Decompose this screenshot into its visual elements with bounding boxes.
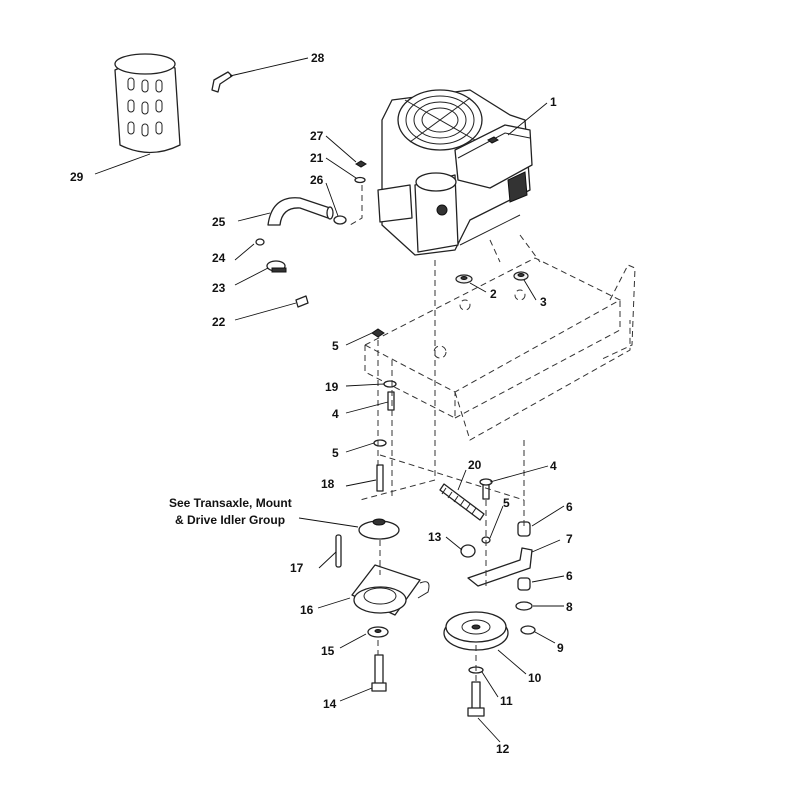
callout-28: 28 [311, 51, 325, 65]
fuel-line-parts [255, 160, 367, 308]
callout-18: 18 [321, 477, 335, 491]
callout-7: 7 [566, 532, 573, 546]
clutch-group [335, 518, 430, 692]
idler-parts [379, 440, 536, 635]
callout-17: 17 [290, 561, 304, 575]
chassis-deck [363, 234, 636, 441]
callout-15: 15 [321, 644, 335, 658]
callout-23: 23 [212, 281, 226, 295]
reference-note-line1: See Transaxle, Mount [169, 496, 292, 510]
callout-4-upper: 4 [332, 407, 339, 421]
callout-14: 14 [323, 697, 337, 711]
idler-pulley [443, 611, 509, 717]
callout-labels: 1 2 3 4 4 5 5 5 6 6 7 8 9 10 11 12 13 14… [70, 51, 573, 756]
leader-lines [94, 57, 565, 743]
callout-4-lower: 4 [550, 459, 557, 473]
callout-29: 29 [70, 170, 84, 184]
callout-25: 25 [212, 215, 226, 229]
callout-19: 19 [325, 380, 339, 394]
callout-5-upper: 5 [332, 339, 339, 353]
callout-20: 20 [468, 458, 482, 472]
callout-9: 9 [557, 641, 564, 655]
callout-6-upper: 6 [566, 500, 573, 514]
callout-3: 3 [540, 295, 547, 309]
callout-12: 12 [496, 742, 510, 756]
callout-5-middle: 5 [332, 446, 339, 460]
engine [377, 89, 533, 256]
callout-1: 1 [550, 95, 557, 109]
engine-mount-washers [455, 271, 529, 284]
callout-2: 2 [490, 287, 497, 301]
callout-27: 27 [310, 129, 324, 143]
callout-8: 8 [566, 600, 573, 614]
reference-note: See Transaxle, Mount & Drive Idler Group [169, 496, 292, 527]
reference-note-line2: & Drive Idler Group [175, 513, 285, 527]
callout-21: 21 [310, 151, 324, 165]
callout-26: 26 [310, 173, 324, 187]
callout-22: 22 [212, 315, 226, 329]
callout-5-right: 5 [503, 496, 510, 510]
callout-11: 11 [500, 694, 513, 708]
callout-24: 24 [212, 251, 226, 265]
bracket-and-screen [114, 53, 233, 154]
callout-13: 13 [428, 530, 442, 544]
callout-16: 16 [300, 603, 314, 617]
left-hardware-stack [359, 260, 436, 501]
callout-10: 10 [528, 671, 542, 685]
callout-6-lower: 6 [566, 569, 573, 583]
